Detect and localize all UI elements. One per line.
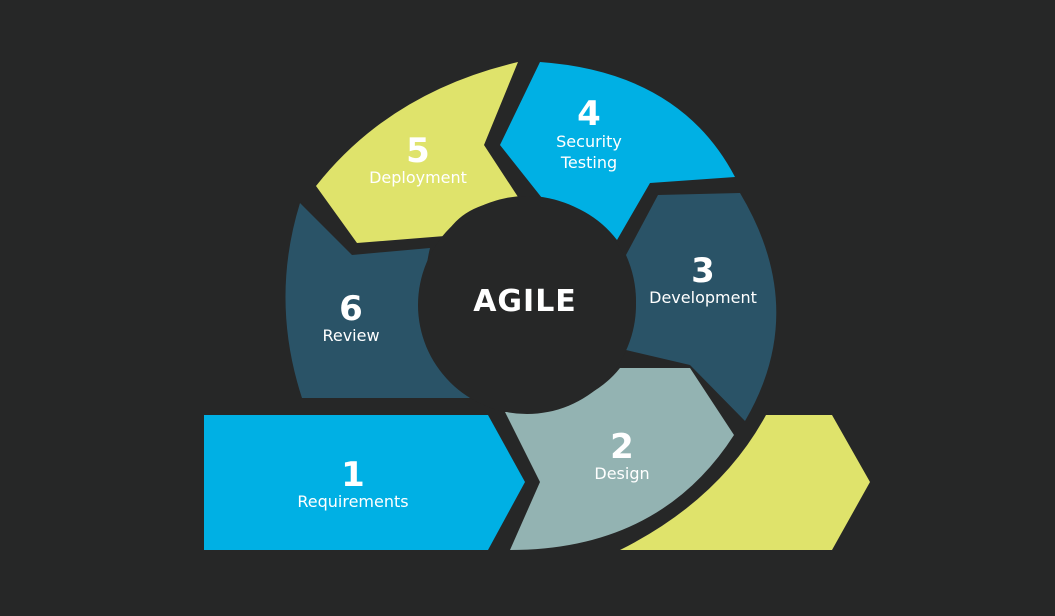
step-2-number: 2	[610, 427, 634, 467]
continuation-arrow	[620, 415, 870, 550]
step-4-number: 4	[577, 94, 601, 134]
step-2-label: Design	[594, 464, 649, 483]
step-5-label: Deployment	[369, 168, 467, 187]
review-segment	[285, 203, 470, 398]
security-testing-segment	[500, 62, 735, 240]
step-6-label: Review	[322, 326, 379, 345]
step-4-label-line2: Testing	[560, 153, 617, 172]
development-segment	[626, 193, 777, 421]
design-segment	[505, 368, 734, 550]
step-1-label: Requirements	[297, 492, 408, 511]
step-4-label-line1: Security	[556, 132, 622, 151]
step-3-label: Development	[649, 288, 757, 307]
center-hub	[418, 196, 636, 414]
center-title: AGILE	[473, 284, 577, 319]
step-1-number: 1	[341, 455, 365, 495]
step-3-number: 3	[691, 251, 715, 291]
step-5-number: 5	[406, 131, 430, 171]
requirements-arrow	[204, 415, 525, 550]
deployment-segment	[316, 62, 520, 243]
step-6-number: 6	[339, 289, 363, 329]
